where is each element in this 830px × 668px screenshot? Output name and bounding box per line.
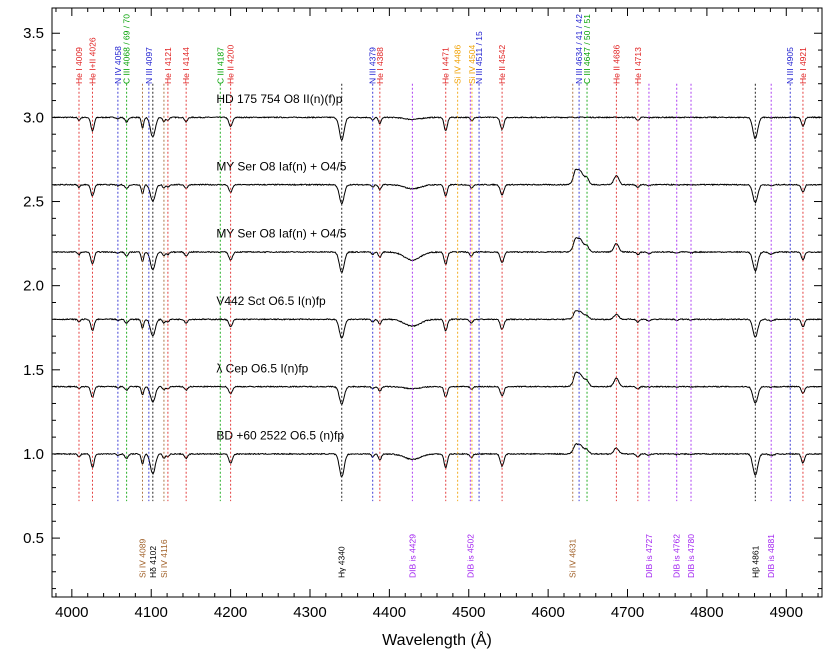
spectrum-line bbox=[53, 310, 821, 339]
top-line-label: He I 4471 bbox=[441, 47, 451, 84]
spectrum-label: λ Cep O6.5 I(n)fp bbox=[216, 361, 308, 375]
x-tick-label: 4100 bbox=[135, 604, 168, 621]
bottom-line-label: Hβ 4861 bbox=[750, 545, 760, 578]
y-tick-label: 3.0 bbox=[23, 109, 44, 126]
top-line-label: N III 4634 / 41 / 42 bbox=[574, 14, 584, 84]
spectrum-label: HD 175 754 O8 II(n)(f)p bbox=[216, 92, 342, 106]
bottom-line-label: DIB is 4762 bbox=[672, 534, 682, 578]
top-line-label: He I 4713 bbox=[633, 47, 643, 84]
top-line-label: He I 4144 bbox=[181, 47, 191, 84]
y-tick-label: 2.0 bbox=[23, 278, 44, 295]
axes: 4000 4100 4200 4300 4400 4500 4600 4700 4800 4900… bbox=[23, 8, 822, 621]
y-tick-label: 2.5 bbox=[23, 194, 44, 211]
top-line-label: C III 4068 / 69 / 70 bbox=[122, 14, 132, 84]
top-line-label: N III 4097 bbox=[144, 47, 154, 84]
x-tick-label: 4000 bbox=[55, 604, 88, 621]
spectra-series: HD 175 754 O8 II(n)(f)p MY Ser O8 Iaf(n) … bbox=[53, 92, 821, 478]
top-line-label: He II 4542 bbox=[497, 45, 507, 84]
bottom-line-label: Si IV 4089 bbox=[137, 539, 147, 578]
top-line-label: He I+II 4026 bbox=[87, 37, 97, 84]
bottom-line-label: DIB is 4881 bbox=[766, 534, 776, 578]
top-line-label: He II 4686 bbox=[611, 45, 621, 84]
top-line-label: N III 4379 bbox=[368, 47, 378, 84]
x-tick-label: 4800 bbox=[690, 604, 723, 621]
x-tick-label: 4700 bbox=[611, 604, 644, 621]
y-tick-label: 1.0 bbox=[23, 446, 44, 463]
bottom-line-label: Si IV 4116 bbox=[159, 539, 169, 578]
top-line-label: He I 4009 bbox=[74, 47, 84, 84]
bottom-line-label: Hγ 4340 bbox=[337, 546, 347, 578]
x-tick-label: 4600 bbox=[531, 604, 564, 621]
top-line-label: N III 4511 / 15 bbox=[474, 31, 484, 84]
spectrum-label: V442 Sct O6.5 I(n)fp bbox=[216, 294, 326, 308]
spectrum-line bbox=[53, 237, 821, 273]
top-line-label: Si IV 4486 bbox=[453, 45, 463, 84]
top-line-label: He I 4921 bbox=[798, 47, 808, 84]
top-line-label: Si IV 4504 bbox=[467, 45, 477, 84]
spectrum-line bbox=[53, 168, 821, 205]
bottom-line-label: DIB is 4429 bbox=[407, 534, 417, 578]
line-markers bbox=[78, 83, 804, 502]
bottom-line-label: DIB is 4727 bbox=[644, 534, 654, 578]
x-axis-title: Wavelength (Å) bbox=[382, 630, 492, 649]
y-tick-label: 0.5 bbox=[23, 530, 44, 547]
x-tick-label: 4500 bbox=[452, 604, 485, 621]
top-line-label: N IV 4058 bbox=[113, 46, 123, 84]
top-line-label: C III 4187 bbox=[215, 47, 225, 84]
top-line-label: He I 4121 bbox=[163, 47, 173, 84]
y-tick-label: 1.5 bbox=[23, 362, 44, 379]
spectrum-line bbox=[53, 115, 821, 141]
x-tick-label: 4900 bbox=[770, 604, 803, 621]
top-line-label: C III 4647 / 50 / 51 bbox=[582, 14, 592, 84]
spectrum-label: BD +60 2522 O6.5 (n)fp bbox=[216, 429, 344, 443]
spectrum-label: MY Ser O8 Iaf(n) + O4/5 bbox=[216, 159, 346, 173]
top-line-label: N III 4905 bbox=[785, 47, 795, 84]
x-tick-label: 4300 bbox=[293, 604, 326, 621]
bottom-line-label: DIB is 4780 bbox=[686, 534, 696, 578]
bottom-line-label: Hδ 4102 bbox=[148, 546, 158, 578]
y-tick-label: 3.5 bbox=[23, 25, 44, 42]
top-line-label: He II 4200 bbox=[226, 45, 236, 84]
bottom-line-label: Si IV 4631 bbox=[568, 539, 578, 578]
bottom-line-label: DIB is 4502 bbox=[465, 534, 475, 578]
x-tick-label: 4200 bbox=[214, 604, 247, 621]
spectrum-line bbox=[53, 443, 821, 478]
spectrum-label: MY Ser O8 Iaf(n) + O4/5 bbox=[216, 227, 346, 241]
plot-frame bbox=[51, 7, 823, 598]
spectrum-line bbox=[53, 371, 821, 405]
top-line-label: He I 4388 bbox=[375, 47, 385, 84]
x-tick-label: 4400 bbox=[373, 604, 406, 621]
